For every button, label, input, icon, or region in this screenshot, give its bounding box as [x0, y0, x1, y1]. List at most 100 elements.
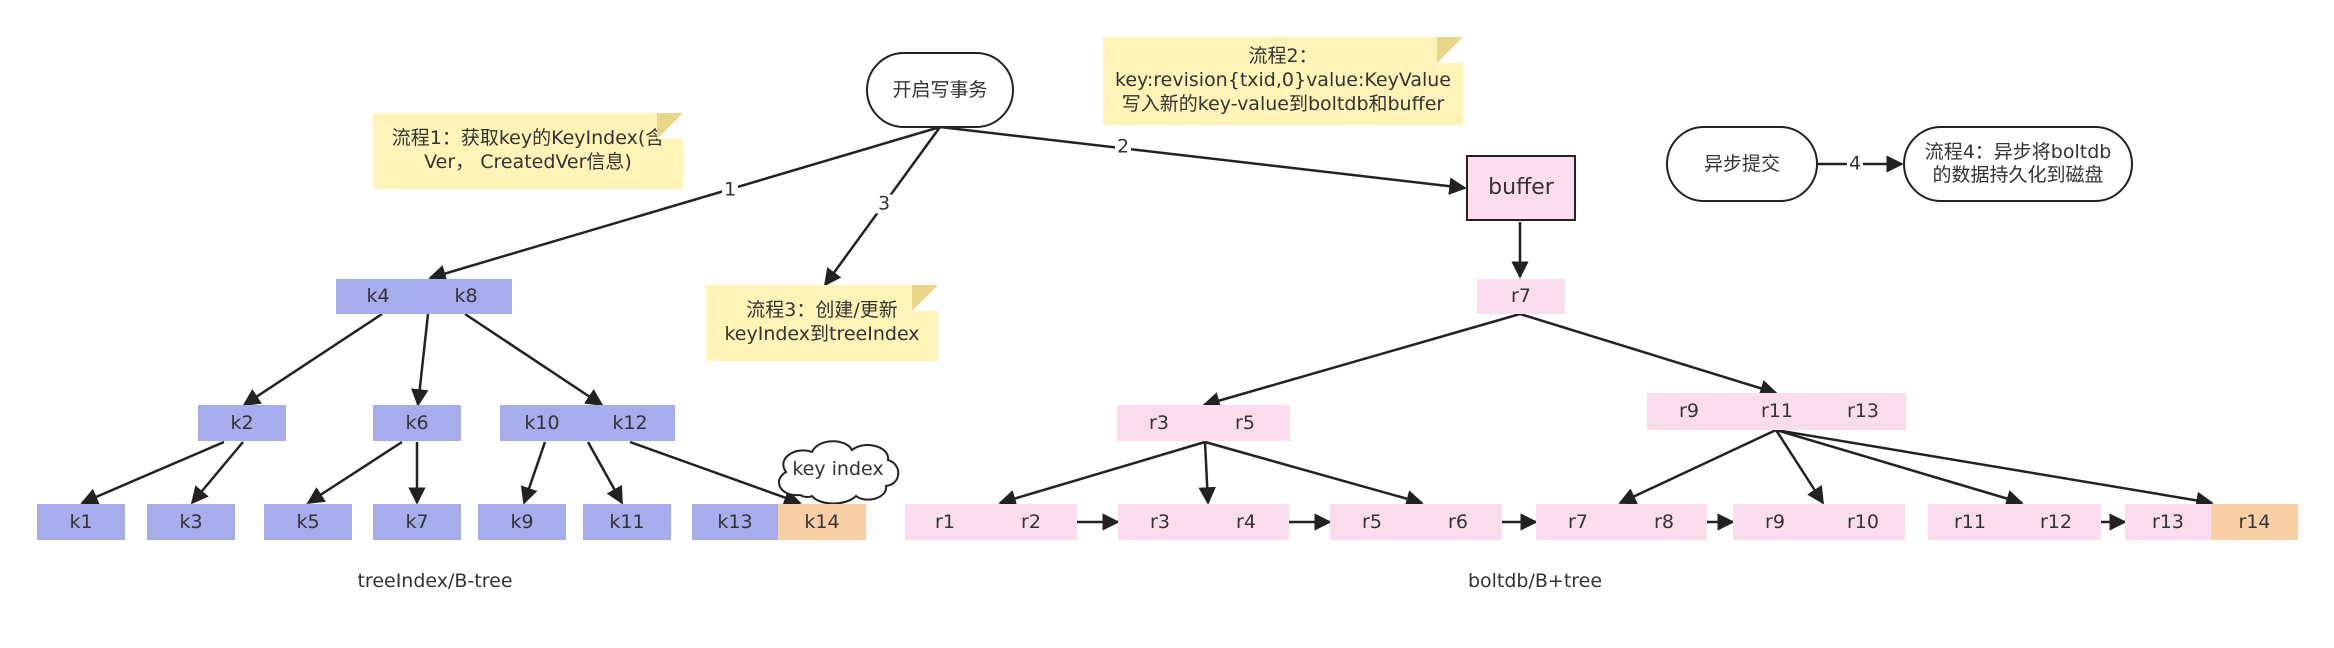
key-k7: k7 — [405, 510, 429, 533]
bolt-node-r3-r5: r3 r5 — [1117, 405, 1290, 441]
edge-label-1: 1 — [721, 178, 739, 201]
key-index-cloud — [778, 440, 900, 505]
edge-k10k12-k11 — [586, 441, 624, 505]
bolt-leaf-r9-r10: r9 r10 — [1733, 504, 1905, 540]
key-k2: k2 — [230, 411, 254, 434]
bolt-leaf-r7-r8: r7 r8 — [1536, 504, 1707, 540]
key-k10: k10 — [524, 411, 560, 434]
buffer-label: buffer — [1488, 174, 1554, 200]
edge-r3r5-r5r6 — [1204, 440, 1424, 508]
rev-r2: r2 — [1021, 510, 1041, 533]
rev-r10: r10 — [1847, 510, 1879, 533]
flow3-note: 流程3：创建/更新 keyIndex到treeIndex — [706, 285, 938, 361]
bolt-root-node: r7 — [1477, 279, 1565, 314]
rev-r14: r14 — [2238, 510, 2271, 533]
start-write-txn-node: 开启写事务 — [866, 52, 1014, 128]
rev-r5: r5 — [1235, 411, 1255, 434]
edge-label-3: 3 — [875, 192, 893, 215]
edge-k10k12-k9 — [520, 441, 547, 505]
key-k3: k3 — [179, 510, 203, 533]
buffer-node: buffer — [1466, 155, 1576, 221]
rev-r9-leaf: r9 — [1765, 510, 1785, 533]
rev-r13-leaf: r13 — [2152, 510, 2184, 533]
flow4-node: 流程4：异步将boltdb 的数据持久化到磁盘 — [1903, 126, 2133, 202]
key-k4: k4 — [366, 285, 390, 308]
edge-label-4: 4 — [1846, 152, 1864, 175]
key-k1: k1 — [69, 510, 93, 533]
flow3-text: 流程3：创建/更新 keyIndex到treeIndex — [724, 299, 920, 345]
key-k9: k9 — [510, 510, 534, 533]
edge-r11-r7r8 — [1618, 428, 1777, 505]
rev-r11-leaf: r11 — [1954, 510, 1986, 533]
tree-leaf-k1: k1 — [37, 504, 125, 540]
flow2-text: 流程2： key:revision{txid,0}value:KeyValue … — [1115, 45, 1451, 115]
async-commit-node: 异步提交 — [1666, 126, 1818, 202]
bolt-node-r9-r11-r13: r9 r11 r13 — [1647, 393, 1906, 430]
tree-leaf-k11: k11 — [583, 504, 671, 540]
key-k12: k12 — [612, 411, 648, 434]
key-k14: k14 — [804, 510, 840, 533]
rev-r13: r13 — [1847, 400, 1879, 423]
edge-r11-r13r14 — [1775, 428, 2214, 510]
edge-k10k12-k13 — [629, 440, 802, 506]
tree-leaf-k5: k5 — [264, 504, 352, 540]
edge-r11-r11r12 — [1775, 428, 2024, 507]
key-k8: k8 — [454, 285, 478, 308]
rev-r11: r11 — [1761, 400, 1793, 423]
edge-k4k8-k10k12 — [464, 312, 604, 407]
edge-k4k8-k6 — [411, 313, 430, 407]
key-k13: k13 — [717, 510, 753, 533]
flow1-note: 流程1：获取key的KeyIndex(含 Ver， CreatedVer信息) — [373, 113, 683, 189]
tree-leaf-k14: k14 — [778, 504, 866, 540]
flow2-note: 流程2： key:revision{txid,0}value:KeyValue … — [1103, 37, 1463, 125]
start-node-label: 开启写事务 — [892, 78, 988, 101]
rev-r4: r4 — [1236, 510, 1256, 533]
tree-node-k10-k12: k10 k12 — [500, 405, 675, 441]
tree-leaf-k13: k13 — [692, 504, 778, 540]
rev-r12: r12 — [2040, 510, 2072, 533]
edge-2 — [939, 125, 1467, 195]
tree-leaf-k9: k9 — [478, 504, 566, 540]
rev-r7-leaf: r7 — [1568, 510, 1588, 533]
rev-r3: r3 — [1149, 411, 1169, 434]
key-k11: k11 — [609, 510, 645, 533]
flow1-text: 流程1：获取key的KeyIndex(含 Ver， CreatedVer信息) — [391, 127, 665, 173]
bolt-leaf-r1-r2: r1 r2 — [905, 504, 1077, 540]
bolt-leaf-r14: r14 — [2211, 504, 2298, 540]
rev-r9: r9 — [1679, 400, 1699, 423]
edge-k2-k1 — [80, 440, 225, 505]
edge-r3r5-r1r2 — [998, 440, 1206, 507]
bolt-leaf-r13: r13 — [2125, 504, 2211, 540]
edge-k6-k5 — [306, 440, 403, 505]
bolt-leaf-r3-r4: r3 r4 — [1118, 504, 1289, 540]
tree-leaf-k7: k7 — [373, 504, 461, 540]
tree-index-caption: treeIndex/B-tree — [357, 570, 513, 592]
bolt-leaf-r5-r6: r5 r6 — [1330, 504, 1502, 540]
key-k5: k5 — [296, 510, 320, 533]
rev-r6: r6 — [1448, 510, 1468, 533]
tree-root-node: k4 k8 — [336, 279, 512, 314]
edge-r3r5-r3r4 — [1198, 441, 1216, 505]
key-k6: k6 — [405, 411, 429, 434]
edge-r7-r3r5 — [1202, 312, 1521, 410]
key-index-cloud-label: key index — [792, 458, 884, 480]
tree-node-k6: k6 — [373, 405, 461, 441]
tree-leaf-k3: k3 — [147, 504, 235, 540]
tree-node-k2: k2 — [198, 405, 286, 441]
rev-r8: r8 — [1654, 510, 1674, 533]
rev-r1: r1 — [935, 510, 955, 533]
bolt-leaf-r11-r12: r11 r12 — [1928, 504, 2101, 540]
boltdb-caption: boltdb/B+tree — [1467, 570, 1603, 592]
async-commit-label: 异步提交 — [1703, 152, 1780, 175]
rev-r5-leaf: r5 — [1362, 510, 1382, 533]
flow4-label: 流程4：异步将boltdb 的数据持久化到磁盘 — [1924, 141, 2112, 186]
edge-k4k8-k2 — [242, 312, 383, 407]
rev-r7-root: r7 — [1511, 285, 1531, 308]
edge-1 — [428, 125, 941, 282]
edge-k2-k3 — [190, 441, 244, 505]
edge-r11-r9r10 — [1774, 429, 1825, 505]
rev-r3-leaf: r3 — [1150, 510, 1170, 533]
edge-r7-r9r11r13 — [1519, 312, 1778, 397]
edge-label-2: 2 — [1114, 135, 1132, 158]
